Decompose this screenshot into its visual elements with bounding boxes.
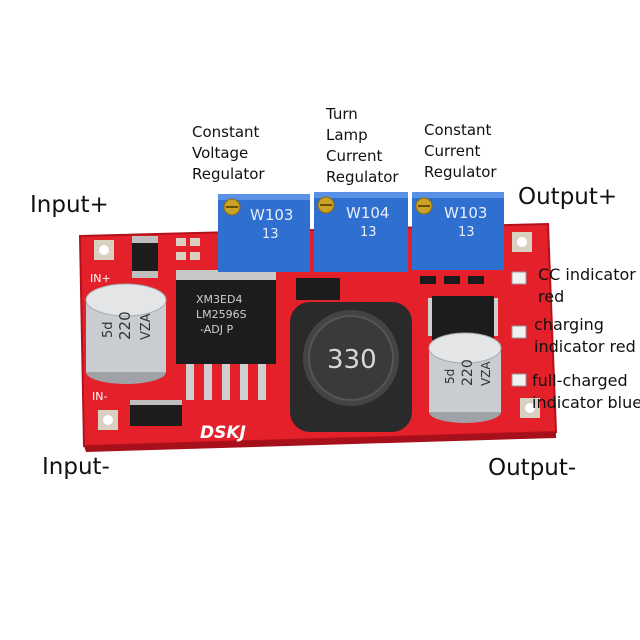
label-input-minus: Input- (42, 454, 110, 480)
pot-voltage-code: W103 (250, 206, 293, 224)
inductor: 330 (290, 302, 412, 432)
capacitor-left: 5d 220 VZA (85, 283, 167, 384)
brand-silk: DSKJ (200, 423, 246, 443)
label-output-plus: Output+ (518, 184, 618, 210)
regulator-ic: XM3ED4 LM2596S -ADJ P (176, 270, 276, 400)
cap-left-line1: 5d (101, 321, 116, 338)
capacitor-right: 5d 220 VZA (428, 332, 502, 423)
pot-current-num: 13 (458, 225, 475, 240)
cap-left-line3: VZA (139, 313, 154, 340)
pot-lamp-code: W104 (346, 204, 389, 222)
label-charging-indicator: charging indicator red (534, 315, 636, 356)
label-lamp-regulator: Turn Lamp Current Regulator (326, 105, 399, 186)
label-cc-indicator: CC indicator red (538, 265, 636, 306)
pot-voltage-num: 13 (262, 227, 279, 242)
ic-line1: XM3ED4 (196, 293, 242, 306)
label-cv-regulator: Constant Voltage Regulator (192, 123, 265, 183)
cap-left-line2: 220 (116, 311, 134, 340)
pot-current: W103 13 (412, 192, 504, 270)
ic-line3: -ADJ P (200, 323, 233, 336)
led-charging (511, 325, 527, 339)
led-full (511, 373, 527, 387)
pcb-shadow (84, 432, 556, 452)
silk-in-plus: IN+ (90, 272, 111, 285)
cap-right-line1: 5d (443, 369, 457, 384)
label-input-plus: Input+ (30, 192, 109, 218)
transistor (296, 278, 340, 300)
label-cc-regulator: Constant Current Regulator (424, 121, 497, 181)
silk-in-minus: IN- (92, 390, 107, 403)
pot-lamp-num: 13 (360, 225, 377, 240)
cap-right-line2: 220 (460, 359, 476, 386)
inductor-code: 330 (327, 345, 377, 375)
cap-right-line3: VZA (479, 361, 493, 386)
label-full-charged-indicator: full-charged indicator blue (532, 371, 640, 412)
ic-line2: LM2596S (196, 308, 247, 321)
pot-voltage: W103 13 (218, 194, 310, 272)
led-cc (511, 271, 527, 285)
pot-lamp: W104 13 (314, 192, 408, 272)
pot-current-code: W103 (444, 204, 487, 222)
label-output-minus: Output- (488, 455, 577, 481)
